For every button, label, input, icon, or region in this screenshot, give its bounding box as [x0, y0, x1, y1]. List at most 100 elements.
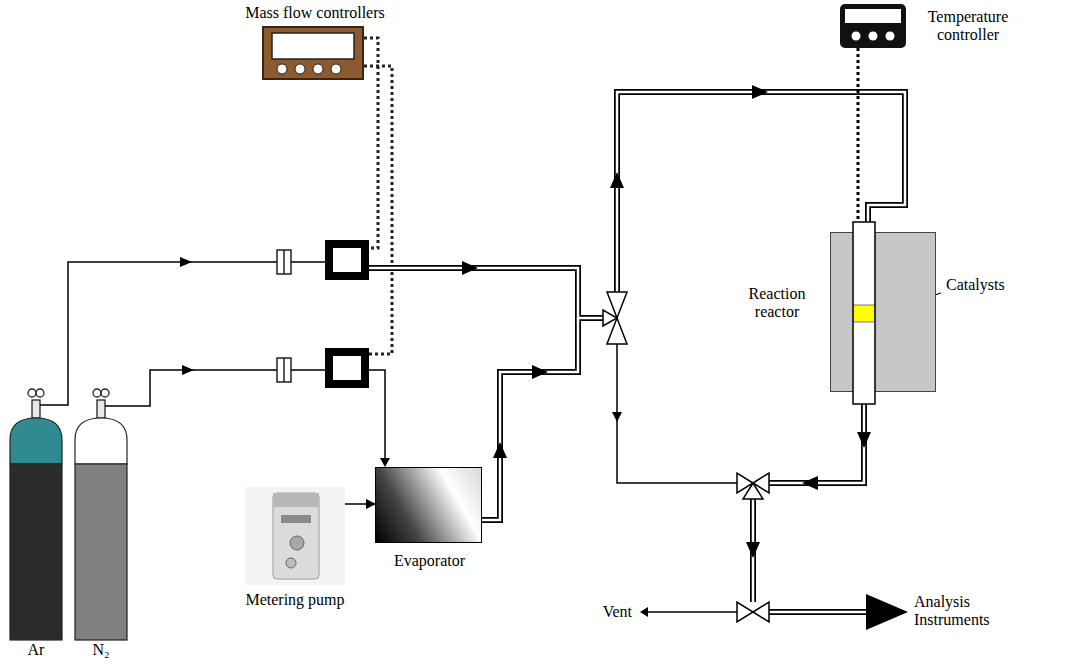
node-label: Metering pump: [215, 591, 375, 609]
pipe-arrowhead: [610, 172, 624, 188]
filter-symbol: [277, 358, 291, 382]
pump-knob: [290, 536, 304, 550]
pipe-bore: [369, 92, 905, 612]
flow-arrowhead: [612, 412, 622, 422]
valve-symbol: [743, 483, 763, 499]
gas-line: [291, 261, 325, 263]
gas-line: [291, 369, 325, 371]
gas-line: [40, 262, 277, 405]
photo-ground: [245, 487, 345, 585]
valve-symbol: [753, 602, 769, 622]
gas-cylinder: Ar: [10, 418, 62, 640]
pipe-bore: [482, 318, 578, 520]
catalyst-bed: [854, 305, 875, 322]
cylinder-valve: [36, 389, 44, 397]
filter-symbol: [277, 250, 291, 382]
filter-symbol: [277, 250, 291, 274]
node-label: Reaction reactor: [731, 285, 823, 322]
pump-body: [273, 493, 319, 579]
control-knob: [869, 32, 878, 41]
cylinder-valve: [28, 389, 36, 397]
node-label: Ar: [0, 641, 72, 659]
metering-pump-drawing: [245, 487, 345, 585]
flow-arrowhead: [380, 458, 390, 467]
evaporator: Evaporator: [375, 467, 482, 543]
signal-wire: [364, 38, 378, 248]
pipe-arrowhead: [857, 432, 871, 448]
control-knob: [331, 64, 341, 74]
pipe-outline: [769, 402, 864, 483]
controller-unit-drawing: [264, 28, 366, 82]
control-knob: [313, 64, 323, 74]
filter-symbol: [283, 250, 284, 274]
cylinder-valve: [101, 389, 109, 397]
feed-arrow: [345, 503, 375, 505]
gas-cylinder: N₂: [75, 418, 127, 640]
valve-symbol: [603, 292, 769, 622]
flow-controller-symbol: [333, 356, 361, 380]
gas-line: [646, 611, 737, 613]
temperature-controller-drawing: [840, 4, 906, 48]
metering-pump: Metering pump: [245, 487, 345, 585]
flow-arrowhead: [182, 365, 194, 375]
pipe-arrowhead: [532, 365, 548, 379]
pump-knob: [286, 558, 296, 568]
reactor: Reaction reactor: [830, 232, 936, 392]
valve-symbol: [737, 602, 753, 622]
display-window: [845, 9, 901, 23]
gas-line: [617, 344, 737, 483]
pump-top: [273, 493, 319, 507]
outlet-label: Analysis Instruments: [914, 593, 1014, 630]
node-label: Mass flow controllers: [214, 4, 416, 22]
reactor-drawing: [831, 233, 937, 393]
pipe-outline: [482, 318, 578, 520]
pump-display: [281, 515, 311, 523]
flow-arrowhead: [180, 257, 192, 267]
gas-cylinder-drawing: [75, 418, 127, 640]
output-arrow: [866, 594, 908, 630]
node-label: N₂: [65, 641, 137, 659]
flow-arrowhead: [640, 607, 648, 617]
gas-cylinder-drawing: [10, 418, 62, 640]
cylinder-body: [10, 464, 62, 640]
gas-line: [105, 370, 277, 406]
signal-line: [857, 48, 860, 232]
gas-line: [40, 262, 737, 612]
pipe-arrowhead: [462, 261, 478, 275]
cylinder-shoulder: [75, 418, 127, 464]
temperature-controller: Temperature controller: [840, 4, 906, 48]
pipe-outline: [769, 609, 866, 615]
flow-arrowhead: [180, 257, 648, 617]
control-knob: [852, 32, 861, 41]
connector-group: [345, 48, 858, 504]
flow-controller-symbol: [325, 240, 369, 388]
outlet-label: Vent: [560, 603, 632, 621]
controller-unit: Mass flow controllers: [262, 26, 364, 80]
node-label: Temperature controller: [916, 8, 1020, 45]
part-label: Catalysts: [946, 276, 1066, 294]
pipe-bore: [769, 402, 864, 483]
control-knob: [886, 32, 895, 41]
signal-wire: [364, 38, 392, 354]
pipe-arrowhead: [462, 85, 871, 558]
cylinder-valve: [32, 400, 40, 418]
cylinder-shoulder: [10, 418, 62, 464]
pipe-arrowhead: [802, 476, 818, 490]
filter-symbol: [283, 358, 284, 382]
pipe-outline: [369, 268, 603, 318]
pipe-outline: [369, 92, 905, 612]
pipe-arrowhead: [752, 85, 768, 99]
control-knob: [277, 64, 287, 74]
node-label: Evaporator: [356, 552, 503, 570]
flow-controller-symbol: [333, 248, 361, 272]
pipe-arrowhead: [746, 542, 760, 558]
cylinder-valve: [97, 400, 105, 418]
flow-controller-symbol: [325, 240, 369, 280]
valve-symbol: [603, 310, 617, 326]
pipe-bore: [369, 268, 603, 318]
cylinder-valve: [93, 389, 101, 397]
gas-line: [369, 370, 385, 460]
pipe-arrowhead: [493, 442, 507, 458]
display-window: [272, 33, 354, 59]
control-knob: [295, 64, 305, 74]
